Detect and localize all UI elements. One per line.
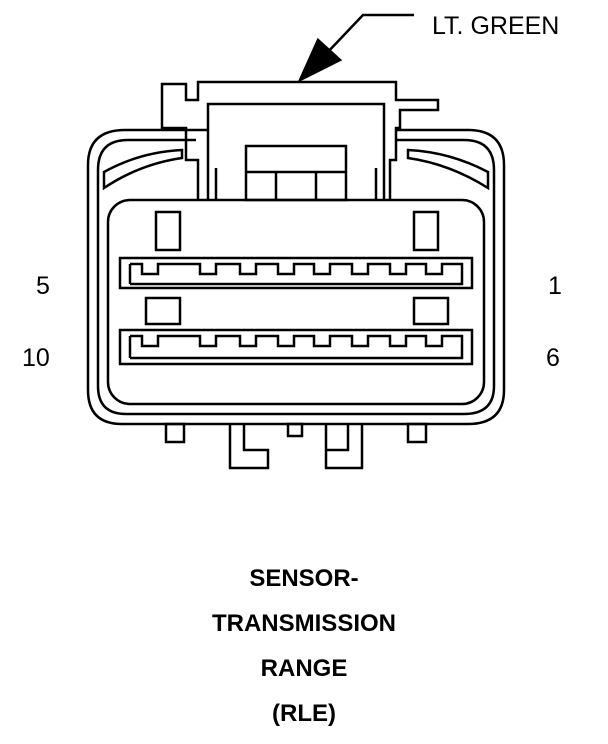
pin-label-10: 10 bbox=[22, 344, 50, 372]
callout-leader bbox=[297, 13, 414, 83]
pin-label-6: 6 bbox=[546, 344, 560, 372]
terminal-row-top bbox=[118, 210, 474, 290]
caption-line-4: (RLE) bbox=[272, 700, 336, 727]
caption-line-2: TRANSMISSION bbox=[211, 610, 396, 637]
pin-label-1: 1 bbox=[548, 272, 562, 300]
connector-caption: SENSOR- TRANSMISSION RANGE (RLE) bbox=[0, 564, 608, 744]
bottom-tabs bbox=[164, 422, 428, 470]
locking-tab bbox=[160, 80, 440, 202]
caption-line-3: RANGE bbox=[260, 655, 348, 682]
terminal-row-bottom bbox=[118, 296, 474, 366]
caption-line-1: SENSOR- bbox=[249, 565, 359, 592]
pin-label-5: 5 bbox=[36, 272, 50, 300]
connector-diagram bbox=[86, 13, 506, 470]
wire-color-label: LT. GREEN bbox=[432, 12, 560, 40]
connector-shell bbox=[86, 128, 506, 426]
connector-face bbox=[106, 198, 486, 406]
